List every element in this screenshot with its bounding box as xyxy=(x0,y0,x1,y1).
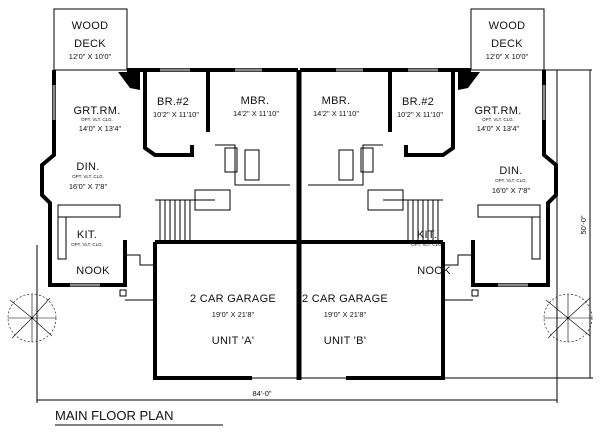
great-room-size: 14'0" X 13'4" xyxy=(79,124,122,133)
dining-label: DIN. xyxy=(499,165,522,177)
overall-width: 84'-0" xyxy=(252,389,271,398)
master-size: 14'2" X 11'10" xyxy=(233,109,279,118)
great-room-note: OPT. VLT. CLG. xyxy=(81,117,113,122)
kitchen-note: OPT. VLT. CLG. xyxy=(71,242,103,247)
garage-size: 19'0" X 21'8" xyxy=(324,310,367,319)
tree-right xyxy=(543,293,593,343)
garage-label: 2 CAR GARAGE xyxy=(302,293,388,305)
unit-b-labels: WOOD DECK 12'0" X 10'0" GRT.RM. OPT. VLT… xyxy=(302,20,531,347)
bedroom2-label: BR.#2 xyxy=(402,96,434,108)
tree-left xyxy=(7,293,57,343)
bedroom2-size: 10'2" X 11'10" xyxy=(397,110,443,119)
deck-size: 12'0" X 10'0" xyxy=(69,52,112,61)
kitchen-note: OPT. VLT. CLG. xyxy=(411,242,443,247)
unit-b-walls xyxy=(300,68,558,301)
deck-label: DECK xyxy=(491,38,523,50)
deck-a xyxy=(53,8,128,71)
master-label: MBR. xyxy=(322,95,351,107)
unit-label: UNIT 'B' xyxy=(324,335,366,347)
dining-size: 16'0" X 7'8" xyxy=(69,182,108,191)
nook-label: NOOK xyxy=(76,265,110,277)
bedroom2-size: 10'2" X 11'10" xyxy=(153,110,199,119)
dining-note: OPT. VLT. CLG. xyxy=(72,174,104,179)
dining-size: 16'0" X 7'8" xyxy=(492,186,531,195)
plan-title: MAIN FLOOR PLAN xyxy=(55,408,173,423)
deck-size: 12'0" X 10'0" xyxy=(486,52,529,61)
garage-label: 2 CAR GARAGE xyxy=(190,293,276,305)
dimension-lines xyxy=(36,69,593,403)
kitchen-label: KIT. xyxy=(77,229,97,241)
overall-depth: 50'-0" xyxy=(579,215,588,234)
great-room-label: GRT.RM. xyxy=(73,105,120,117)
kitchen-label: KIT. xyxy=(417,229,437,241)
bedroom2-label: BR.#2 xyxy=(157,96,189,108)
deck-label: WOOD xyxy=(489,20,526,32)
great-room-label: GRT.RM. xyxy=(474,105,521,117)
nook-label: NOOK xyxy=(417,265,451,277)
great-room-size: 14'0" X 13'4" xyxy=(477,124,520,133)
unit-a-walls xyxy=(40,68,298,301)
dining-note: OPT. VLT. CLG. xyxy=(495,178,527,183)
great-room-note: OPT. VLT. CLG. xyxy=(482,117,514,122)
deck-label: DECK xyxy=(74,38,106,50)
unit-label: UNIT 'A' xyxy=(212,335,254,347)
dining-label: DIN. xyxy=(76,161,99,173)
unit-a-labels: WOOD DECK 12'0" X 10'0" GRT.RM. OPT. VLT… xyxy=(69,20,280,347)
deck-label: WOOD xyxy=(72,20,109,32)
deck-b xyxy=(470,8,545,71)
master-label: MBR. xyxy=(241,95,270,107)
master-size: 14'2" X 11'10" xyxy=(313,109,359,118)
garage-size: 19'0" X 21'8" xyxy=(212,310,255,319)
